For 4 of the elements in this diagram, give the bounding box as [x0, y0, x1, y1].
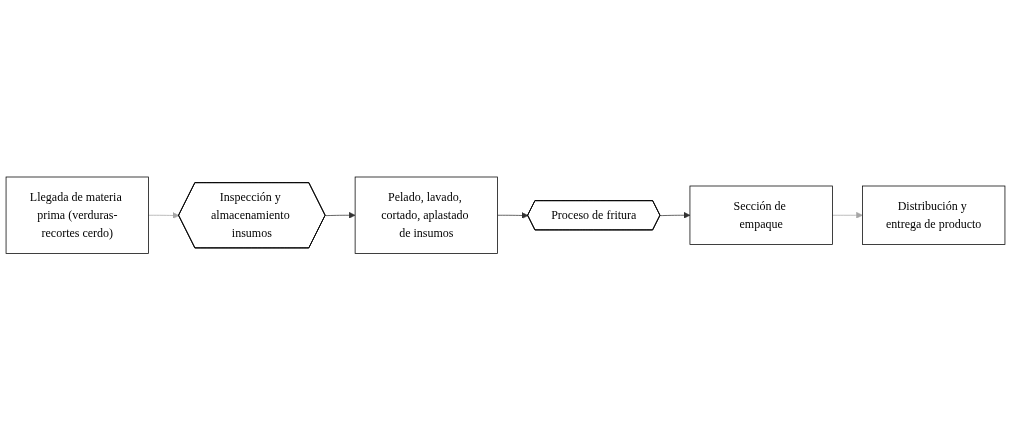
- node-box: Distribución y entrega de producto: [862, 185, 1006, 245]
- node-box: Llegada de materia prima (verduras-recortes cerdo): [5, 176, 149, 254]
- node-box: Pelado, lavado, cortado, aplastado de insumos: [354, 176, 498, 254]
- node-box: Sección de empaque: [689, 185, 833, 245]
